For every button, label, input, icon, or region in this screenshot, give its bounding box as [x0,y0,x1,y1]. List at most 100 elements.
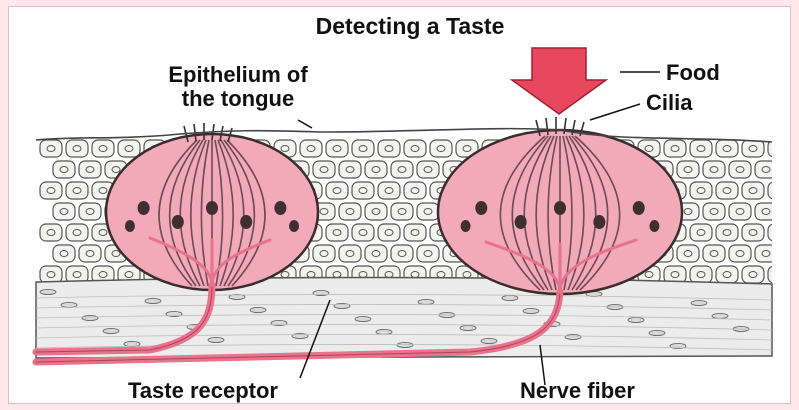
epithelial-cell [742,224,764,241]
epithelial-cell [781,203,799,220]
receptor-cell-nucleus [515,215,527,229]
epithelial-cell [755,161,777,178]
label-cilia: Cilia [646,90,693,115]
receptor-cell-nucleus [475,201,487,215]
connective-fiber [628,317,644,322]
receptor-cell-nucleus [206,201,218,215]
connective-fiber [40,289,56,294]
connective-fiber [418,299,434,304]
receptor-cell-nucleus [461,220,471,232]
epithelial-cell [664,140,686,157]
epithelial-cell [391,161,413,178]
receptor-cell-nucleus [633,201,645,215]
connective-fiber [397,342,413,347]
label-epithelium-line2: the tongue [182,86,294,111]
epithelial-cell [378,224,400,241]
epithelial-cell [391,203,413,220]
epithelial-cell [716,266,738,283]
epithelial-cell [703,161,725,178]
epithelial-cell [40,140,62,157]
epithelial-cell [300,140,322,157]
epithelial-cell [339,161,361,178]
epithelial-cell [118,140,140,157]
connective-fiber [208,337,224,342]
epithelial-cell [79,203,101,220]
epithelial-cell [690,140,712,157]
epithelial-cell [66,224,88,241]
epithelial-cell [703,203,725,220]
epithelial-cell [742,182,764,199]
epithelial-cell [326,224,348,241]
receptor-cell-nucleus [240,215,252,229]
epithelial-cell [40,224,62,241]
receptor-cell-nucleus [125,220,135,232]
connective-fiber [460,325,476,330]
connective-fiber [691,300,707,305]
epithelial-cell [417,161,439,178]
label-epithelium-line1: Epithelium of [168,62,308,87]
epithelial-cell [339,245,361,262]
epithelial-cell [716,140,738,157]
connective-fiber [523,308,539,313]
epithelial-cell [66,140,88,157]
label-taste-receptor: Taste receptor [128,378,278,403]
epithelial-cell [352,224,374,241]
epithelial-cell [352,140,374,157]
epithelial-cell [729,245,751,262]
epithelial-cell [40,182,62,199]
epithelial-cell [404,224,426,241]
epithelial-cell [716,182,738,199]
epithelial-cell [378,140,400,157]
epithelial-cell [781,161,799,178]
epithelial-cell [352,182,374,199]
connective-fiber [481,338,497,343]
connective-fiber [712,313,728,318]
receptor-cell-nucleus [554,201,566,215]
label-nerve-fiber: Nerve fiber [520,378,635,403]
epithelial-cell [313,161,335,178]
connective-fiber [376,329,392,334]
food-arrow [512,48,606,114]
connective-fiber [250,307,266,312]
receptor-cell-nucleus [274,201,286,215]
epithelial-cell [729,161,751,178]
epithelial-cell [690,224,712,241]
epithelial-cell [53,203,75,220]
epithelial-cell [430,140,452,157]
epithelial-cell [716,224,738,241]
epithelial-cell [326,140,348,157]
epithelial-cell [378,182,400,199]
epithelial-cell [703,245,725,262]
epithelial-cell [781,245,799,262]
epithelial-cell [92,140,114,157]
epithelial-cell [79,161,101,178]
epithelial-cell [313,245,335,262]
receptor-cell-nucleus [138,201,150,215]
epithelial-cell [66,182,88,199]
epithelial-cell [326,182,348,199]
epithelial-cell [742,140,764,157]
epithelial-cell [79,245,101,262]
epithelial-cell [365,161,387,178]
diagram-title: Detecting a Taste [316,13,505,39]
epithelial-cell [339,203,361,220]
epithelial-cell [742,266,764,283]
epithelial-cell [53,161,75,178]
label-food: Food [666,60,720,85]
epithelial-cell [755,245,777,262]
connective-fiber [145,298,161,303]
epithelial-cell [768,224,790,241]
epithelial-cell [417,245,439,262]
epithelial-cell [365,245,387,262]
epithelial-cell [677,161,699,178]
epithelial-cell [404,182,426,199]
epithelial-cell [768,266,790,283]
epithelial-cell [404,140,426,157]
epithelial-cell [768,182,790,199]
epithelial-cell [755,203,777,220]
receptor-cell-nucleus [172,215,184,229]
epithelial-cell [417,203,439,220]
connective-fiber [565,334,581,339]
receptor-cell-nucleus [593,215,605,229]
